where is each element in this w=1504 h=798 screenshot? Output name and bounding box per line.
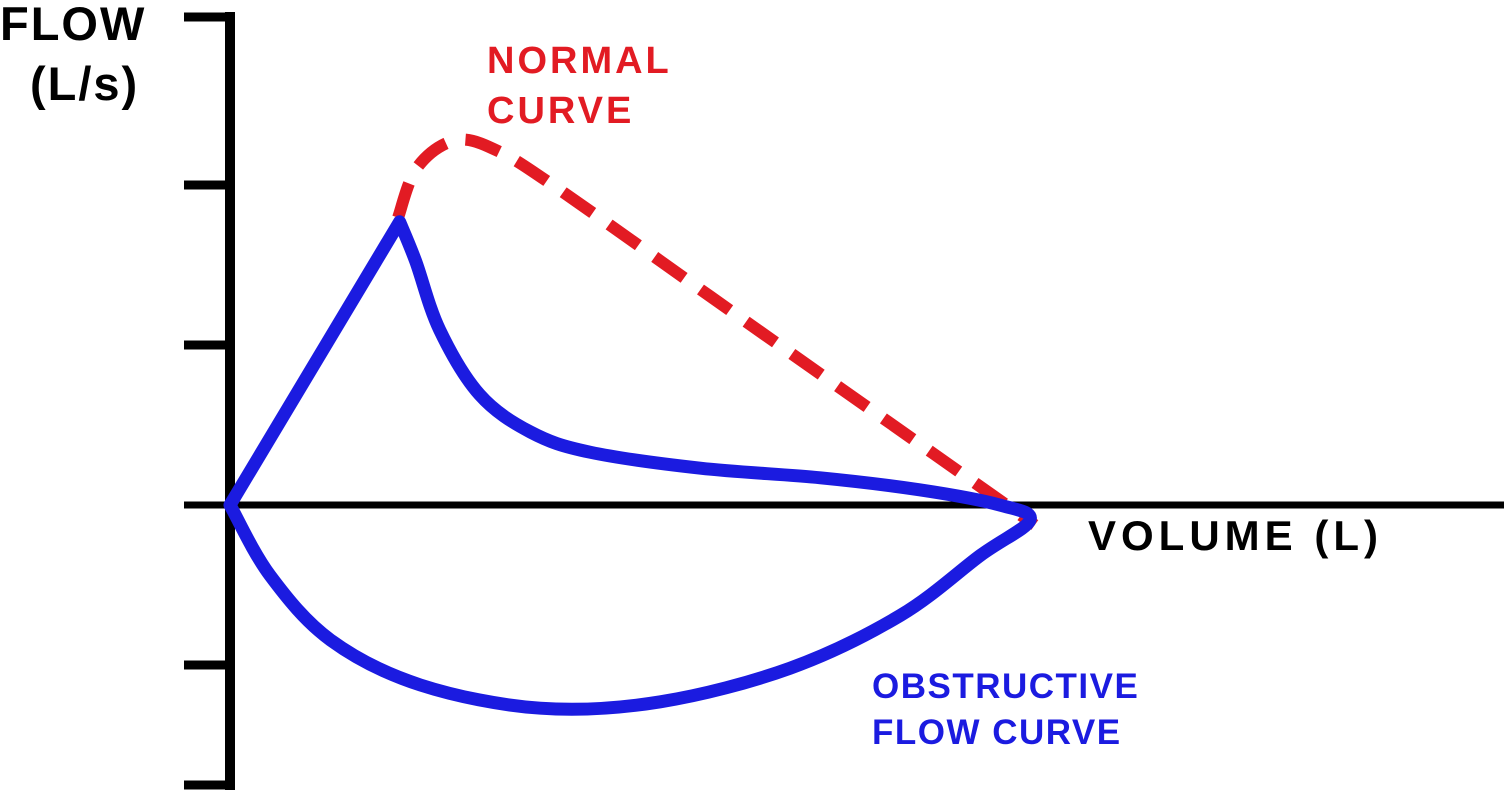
normal-curve-annotation-line2: CURVE: [487, 90, 635, 133]
obstructive-curve-path: [223, 215, 1037, 716]
y-axis-label-line1: FLOW: [0, 0, 147, 50]
normal-curve-annotation: NORMAL CURVE: [487, 36, 672, 136]
x-axis-label: VOLUME (L): [1088, 512, 1383, 559]
normal-curve-annotation-line1: NORMAL: [487, 40, 672, 82]
obstructive-curve-annotation-line1: OBSTRUCTIVE: [872, 667, 1140, 706]
obstructive-curve-annotation: OBSTRUCTIVE FLOW CURVE: [872, 664, 1139, 755]
normal-curve-path: [392, 133, 1039, 530]
obstructive-curve-annotation-line2: FLOW CURVE: [872, 712, 1122, 752]
y-axis-label: FLOW (L/s): [0, 0, 146, 114]
y-axis-label-line2: (L/s): [30, 57, 140, 111]
